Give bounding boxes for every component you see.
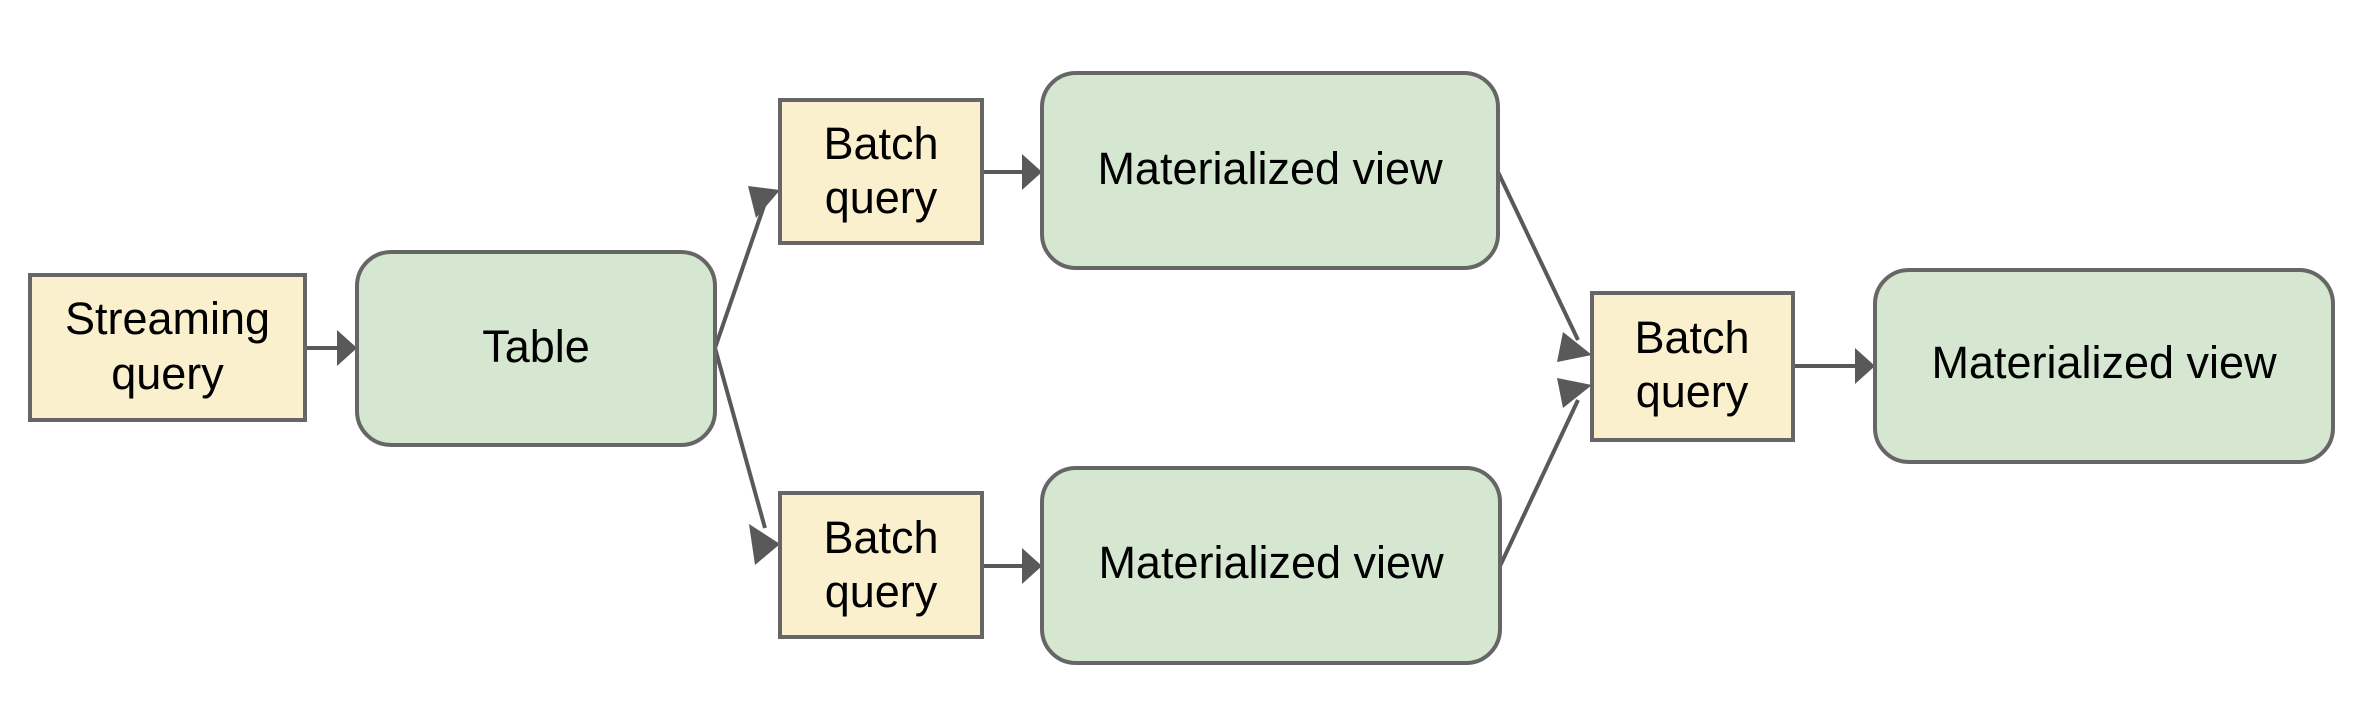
arrow-head-icon bbox=[1022, 154, 1042, 190]
node-materialized-view-top-shape[interactable] bbox=[1040, 71, 1500, 270]
edge-batch-top-to-mv-top[interactable] bbox=[983, 154, 1042, 190]
node-batch-query-top[interactable]: Batch query bbox=[778, 98, 984, 245]
node-batch-query-right-label-line1: Batch bbox=[1634, 312, 1749, 363]
node-batch-query-top-label-line2: query bbox=[825, 172, 938, 223]
arrow-head-icon bbox=[337, 330, 357, 366]
node-batch-query-top-shape[interactable] bbox=[778, 98, 984, 245]
edge-mv-bottom-to-batch-right[interactable] bbox=[1498, 378, 1592, 567]
edge-batch-bottom-to-mv-bottom[interactable] bbox=[983, 548, 1042, 584]
edge-line bbox=[1498, 399, 1580, 567]
node-materialized-view-top-label: Materialized view bbox=[1097, 143, 1443, 194]
node-batch-query-bottom-label-line1: Batch bbox=[823, 512, 938, 563]
node-batch-query-bottom-shape[interactable] bbox=[778, 491, 984, 639]
arrow-head-icon bbox=[1855, 348, 1875, 384]
node-materialized-view-bottom-label: Materialized view bbox=[1098, 537, 1444, 588]
arrow-head-icon bbox=[749, 524, 780, 565]
node-batch-query-right-label-line2: query bbox=[1636, 366, 1749, 417]
arrow-head-icon bbox=[1022, 548, 1042, 584]
arrow-head-icon bbox=[1557, 332, 1592, 362]
edge-line bbox=[713, 347, 767, 529]
node-materialized-view-bottom[interactable]: Materialized view bbox=[1040, 466, 1502, 665]
edge-table-to-batch-bottom[interactable] bbox=[713, 347, 780, 565]
node-streaming-query[interactable]: Streaming query bbox=[28, 273, 307, 422]
node-table-label: Table bbox=[482, 321, 590, 372]
node-table[interactable]: Table bbox=[355, 250, 717, 447]
arrow-head-icon bbox=[1557, 378, 1592, 408]
node-streaming-query-label-line1: Streaming bbox=[65, 293, 270, 344]
node-batch-query-top-label-line1: Batch bbox=[823, 118, 938, 169]
edges-layer bbox=[307, 154, 1875, 584]
node-batch-query-bottom[interactable]: Batch query bbox=[778, 491, 984, 639]
edge-line bbox=[1496, 171, 1580, 341]
node-streaming-query-label-line2: query bbox=[111, 348, 224, 399]
node-streaming-query-shape[interactable] bbox=[28, 273, 307, 422]
node-batch-query-right-shape[interactable] bbox=[1590, 291, 1795, 442]
node-materialized-view-top[interactable]: Materialized view bbox=[1040, 71, 1500, 270]
node-batch-query-bottom-label-line2: query bbox=[825, 566, 938, 617]
edge-table-to-batch-top[interactable] bbox=[713, 186, 780, 349]
node-materialized-view-bottom-shape[interactable] bbox=[1040, 466, 1502, 665]
node-materialized-view-right[interactable]: Materialized view bbox=[1873, 268, 2335, 464]
node-batch-query-right[interactable]: Batch query bbox=[1590, 291, 1795, 442]
edge-mv-top-to-batch-right[interactable] bbox=[1496, 171, 1592, 362]
node-materialized-view-right-shape[interactable] bbox=[1873, 268, 2335, 464]
arrow-head-icon bbox=[748, 186, 780, 218]
edge-streaming-to-table[interactable] bbox=[307, 330, 357, 366]
node-materialized-view-right-label: Materialized view bbox=[1931, 337, 2277, 388]
nodes-layer: Streaming query Table Batch query Materi… bbox=[28, 71, 2335, 665]
edge-batch-right-to-mv-right[interactable] bbox=[1794, 348, 1875, 384]
edge-line bbox=[713, 202, 767, 349]
node-table-shape[interactable] bbox=[355, 250, 717, 447]
